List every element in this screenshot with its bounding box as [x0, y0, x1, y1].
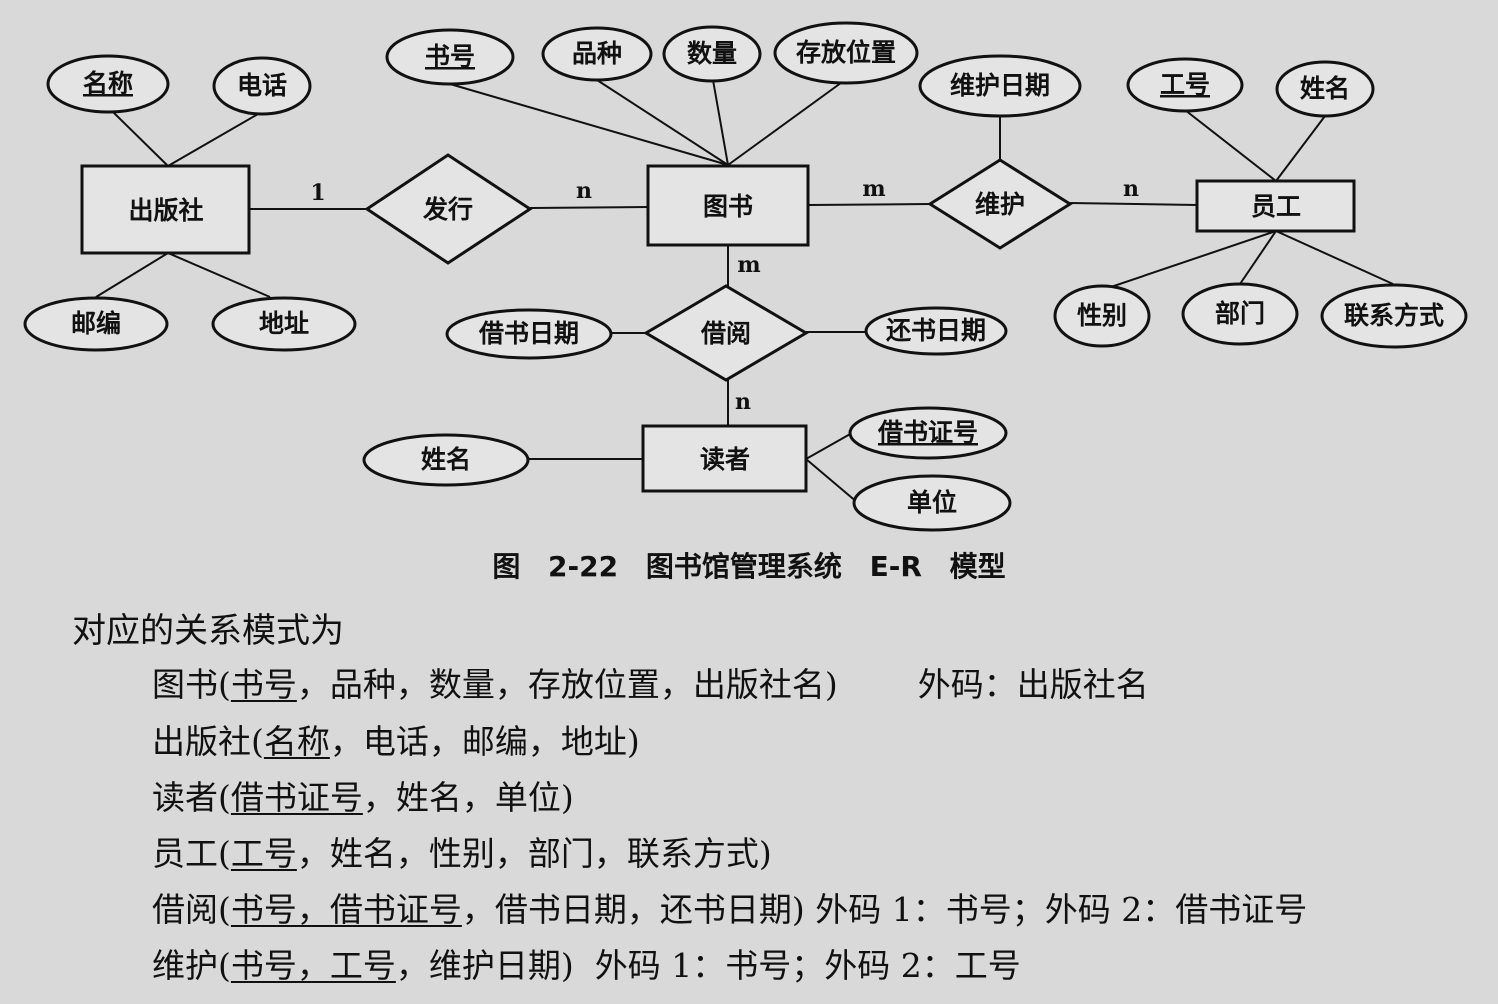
entity-staff — [1195, 179, 1356, 233]
attr-staff-id — [1126, 57, 1244, 113]
connector-lines — [95, 79, 1394, 504]
relation-maintain: 维护(书号，工号，维护日期) 外码 1：书号；外码 2：工号 — [152, 939, 1021, 987]
attr-publisher-phone — [212, 56, 312, 116]
relation-staff-name: 员工( — [152, 834, 231, 873]
relation-reader: 读者(借书证号，姓名，单位) — [152, 771, 574, 819]
relation-book-key: 书号 — [230, 665, 297, 704]
relation-borrow-name: 借阅( — [152, 890, 231, 929]
entity-publisher-label: 出版社 — [128, 196, 203, 225]
figure-caption: 图 2-22 图书馆管理系统 E-R 模型 — [492, 550, 1006, 583]
attr-staff-id-label: 工号 — [1160, 70, 1210, 99]
attr-book-type — [541, 26, 653, 82]
cardinality-book-maintain: m — [862, 176, 885, 202]
entity-reader — [641, 424, 808, 493]
attr-book-location-label: 存放位置 — [796, 38, 896, 67]
attr-staff-gender-label: 性别 — [1077, 301, 1127, 330]
relationship-maintain — [927, 158, 1073, 250]
attr-publisher-phone-label: 电话 — [237, 71, 287, 100]
attr-book-type-label: 品种 — [572, 39, 622, 68]
attr-publisher-zip — [23, 296, 169, 352]
attr-staff-dept-label: 部门 — [1215, 299, 1265, 328]
attr-reader-name — [362, 433, 530, 487]
relation-book-name: 图书( — [152, 665, 231, 704]
attr-reader-unit-label: 单位 — [907, 488, 957, 517]
attr-staff-name-label: 姓名 — [1300, 74, 1350, 103]
relations-heading: 对应的关系模式为 — [72, 611, 344, 651]
attr-borrow-date-label: 借书日期 — [478, 319, 579, 348]
attr-staff-dept — [1181, 282, 1299, 346]
entity-reader-label: 读者 — [700, 445, 750, 474]
cardinality-issue-book: n — [576, 178, 592, 204]
attr-reader-card — [848, 406, 1008, 460]
entity-staff-label: 员工 — [1251, 192, 1301, 221]
cardinality-maintain-staff: n — [1123, 176, 1139, 202]
relationship-maintain-label: 维护 — [975, 190, 1025, 219]
cardinality-book-borrow: m — [737, 252, 760, 278]
entity-book — [646, 164, 810, 247]
attr-staff-name — [1275, 60, 1375, 118]
cardinality-borrow-reader: n — [735, 389, 751, 415]
attr-publisher-address-label: 地址 — [259, 309, 309, 338]
relation-maintain-name: 维护( — [152, 946, 231, 985]
cardinality-publisher-issue: 1 — [310, 180, 325, 206]
attr-publisher-name — [46, 54, 170, 114]
attr-maintain-date — [918, 54, 1082, 118]
relation-reader-name: 读者( — [152, 778, 231, 817]
entity-book-label: 图书 — [703, 192, 753, 221]
entity-publisher — [80, 164, 251, 255]
attr-book-location — [773, 21, 919, 85]
attr-return-date — [864, 306, 1008, 356]
relation-maintain-key: 书号，工号 — [230, 946, 396, 985]
relation-publisher: 出版社(名称，电话，邮编，地址) — [152, 715, 640, 763]
relation-borrow-rest: ，借书日期，还书日期) 外码 1：书号；外码 2：借书证号 — [461, 890, 1308, 929]
attr-book-qty-label: 数量 — [687, 39, 737, 68]
relation-borrow-key: 书号，借书证号 — [230, 890, 462, 929]
relation-book-rest: ，品种，数量，存放位置，出版社名) — [296, 665, 838, 704]
relation-publisher-key: 名称 — [263, 722, 330, 761]
attr-reader-name-label: 姓名 — [421, 445, 471, 474]
attr-staff-contact — [1320, 283, 1468, 349]
relation-staff: 员工(工号，姓名，性别，部门，联系方式) — [152, 827, 772, 875]
attr-book-id-label: 书号 — [425, 42, 475, 71]
attr-maintain-date-label: 维护日期 — [950, 71, 1050, 100]
attr-return-date-label: 还书日期 — [886, 316, 986, 345]
attr-book-qty — [662, 25, 762, 83]
relation-reader-rest: ，姓名，单位) — [362, 778, 574, 817]
attr-publisher-name-label: 名称 — [83, 69, 133, 98]
relation-book: 图书(书号，品种，数量，存放位置，出版社名) 外码：出版社名 — [152, 658, 1149, 706]
attr-publisher-address — [211, 296, 357, 352]
relation-reader-key: 借书证号 — [230, 778, 363, 817]
relation-publisher-name: 出版社( — [152, 722, 264, 761]
relationship-borrow — [643, 284, 809, 382]
attr-book-id — [385, 28, 515, 86]
er-diagram: 出版社 图书 员工 读者 发行 维护 借阅 名称 电话 邮编 地址 书号 品种 … — [23, 21, 1468, 532]
relation-borrow: 借阅(书号，借书证号，借书日期，还书日期) 外码 1：书号；外码 2：借书证号 — [152, 883, 1307, 931]
relation-publisher-rest: ，电话，邮编，地址) — [329, 722, 640, 761]
relationship-issue-label: 发行 — [422, 195, 473, 224]
attr-reader-card-label: 借书证号 — [877, 418, 978, 447]
relationship-issue — [364, 153, 533, 265]
attr-staff-gender — [1053, 284, 1151, 348]
attr-staff-contact-label: 联系方式 — [1344, 301, 1444, 330]
attr-reader-unit — [852, 474, 1012, 532]
relation-staff-rest: ，姓名，性别，部门，联系方式) — [296, 834, 772, 873]
relation-maintain-rest: ，维护日期) 外码 1：书号；外码 2：工号 — [395, 946, 1021, 985]
relation-book-note: 外码：出版社名 — [917, 665, 1149, 704]
relation-staff-key: 工号 — [230, 834, 297, 873]
relationship-borrow-label: 借阅 — [700, 319, 751, 348]
attr-borrow-date — [445, 308, 613, 360]
attr-publisher-zip-label: 邮编 — [71, 309, 121, 338]
